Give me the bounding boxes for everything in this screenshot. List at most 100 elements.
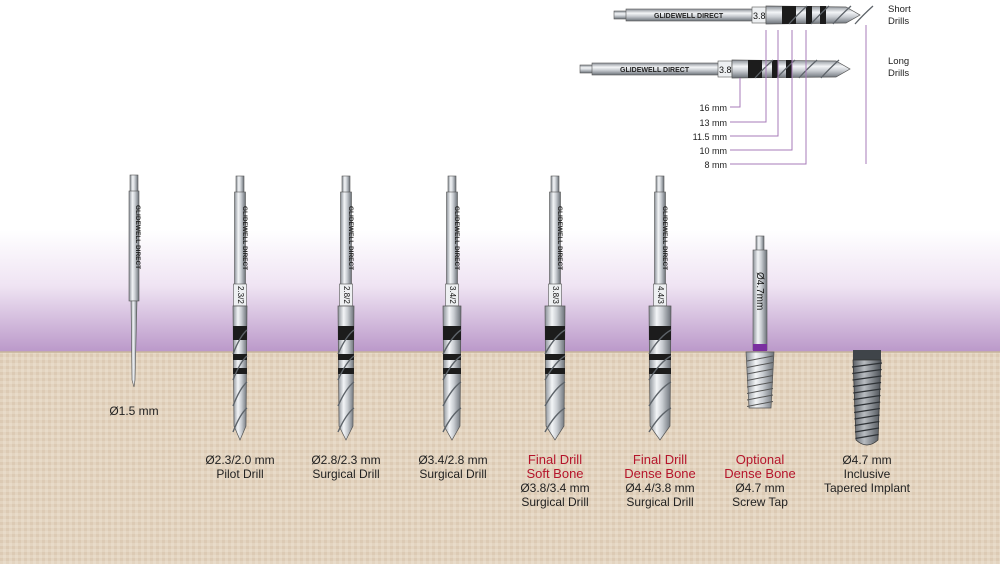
tap-thread bbox=[746, 355, 774, 362]
depth-band bbox=[233, 354, 247, 360]
implant-thread bbox=[852, 381, 882, 388]
size-marking: 3.4/2 bbox=[448, 286, 457, 304]
depth-label-13: 13 mm bbox=[699, 118, 727, 128]
flute-line bbox=[442, 381, 462, 407]
flute-line bbox=[832, 5, 852, 25]
implant-thread bbox=[853, 394, 881, 401]
implant-thread bbox=[852, 368, 882, 375]
flute-line bbox=[442, 407, 462, 433]
flute-line bbox=[232, 407, 248, 433]
implant-thread bbox=[854, 414, 880, 420]
flute-line bbox=[754, 59, 774, 79]
implant-thread bbox=[854, 427, 880, 433]
depth-label-16: 16 mm bbox=[699, 103, 727, 113]
depth-band bbox=[649, 368, 671, 374]
size-marking: 3.8/3 bbox=[753, 11, 773, 21]
caption-surgical-3-4: Ø3.4/2.8 mm Surgical Drill bbox=[418, 453, 488, 481]
depth-band bbox=[233, 368, 247, 374]
brand-engraving: GLIDEWELL DIRECT bbox=[556, 206, 563, 270]
size-marking: 2.3/2 bbox=[236, 286, 245, 304]
depth-band bbox=[649, 354, 671, 360]
depth-band bbox=[338, 354, 354, 360]
depth-band bbox=[233, 326, 247, 340]
depth-band bbox=[545, 354, 565, 360]
depth-label-8: 8 mm bbox=[704, 160, 728, 170]
tap-thread bbox=[746, 368, 774, 375]
depth-band bbox=[443, 368, 461, 374]
depth-leader-line bbox=[730, 78, 741, 108]
depth-band bbox=[545, 326, 565, 340]
flute-line bbox=[337, 381, 355, 407]
flute-line bbox=[337, 329, 355, 355]
short-drill-example: GLIDEWELL DIRECT 3.8/3 bbox=[613, 5, 874, 25]
instrument-implant bbox=[851, 350, 883, 446]
brand-engraving: GLIDEWELL DIRECT bbox=[347, 206, 354, 270]
caption-pilot-1-5: Ø1.5 mm bbox=[109, 404, 159, 418]
soft-tissue-layer bbox=[0, 230, 1000, 354]
depth-band bbox=[820, 6, 826, 24]
flute-line bbox=[788, 5, 808, 25]
long-drill-example: GLIDEWELL DIRECT 3.8/3 bbox=[579, 59, 851, 79]
tap-thread bbox=[746, 375, 774, 381]
flute-line bbox=[337, 407, 355, 433]
brand-engraving: GLIDEWELL DIRECT bbox=[661, 206, 668, 270]
brand-engraving: GLIDEWELL DIRECT bbox=[134, 205, 141, 269]
implant-collar bbox=[853, 350, 881, 360]
flute-line bbox=[798, 59, 818, 79]
depth-band bbox=[782, 6, 796, 24]
flute-line bbox=[232, 329, 248, 355]
caption-final-soft: Final Drill Soft Bone Ø3.8/3.4 mm Surgic… bbox=[520, 452, 590, 510]
needle-latch bbox=[129, 174, 139, 194]
caption-pilot-2-3: Ø2.3/2.0 mm Pilot Drill bbox=[205, 453, 275, 481]
bone-layer bbox=[0, 352, 1000, 564]
implant-thread bbox=[852, 375, 882, 381]
caption-surgical-2-8: Ø2.8/2.3 mm Surgical Drill bbox=[311, 453, 381, 481]
flute-line bbox=[648, 355, 672, 381]
implant-thread bbox=[855, 433, 879, 440]
instrument-pilot-2-3: GLIDEWELL DIRECT 2.3/2 bbox=[232, 175, 248, 441]
implant-thread bbox=[851, 362, 883, 368]
brand-engraving: GLIDEWELL DIRECT bbox=[654, 13, 724, 20]
brand-engraving: GLIDEWELL DIRECT bbox=[241, 206, 248, 270]
flute-line bbox=[442, 355, 462, 381]
caption-final-dense: Final Drill Dense Bone Ø4.4/3.8 mm Surgi… bbox=[624, 452, 696, 510]
drill-latch bbox=[550, 175, 560, 195]
depth-band bbox=[786, 60, 792, 78]
depth-band bbox=[806, 6, 812, 24]
flute-line bbox=[854, 5, 874, 25]
brand-engraving: GLIDEWELL DIRECT bbox=[620, 67, 690, 74]
depth-band bbox=[338, 368, 354, 374]
depth-label-11-5: 11.5 mm bbox=[692, 132, 727, 142]
instrument-pilot-1-5: GLIDEWELL DIRECT bbox=[128, 174, 141, 388]
caption-implant: Ø4.7 mm Inclusive Tapered Implant bbox=[823, 453, 911, 495]
flute-line bbox=[648, 407, 672, 433]
needle-tip bbox=[130, 300, 138, 388]
depth-label-10: 10 mm bbox=[699, 146, 727, 156]
depth-band bbox=[772, 60, 778, 78]
flute-line bbox=[544, 329, 566, 355]
flute-line bbox=[810, 5, 830, 25]
implant-thread bbox=[853, 388, 881, 394]
long-drills-label: Long Drills bbox=[888, 56, 910, 79]
size-marking: 3.8/3 bbox=[719, 65, 739, 75]
depth-leader-line bbox=[730, 30, 793, 151]
flute-line bbox=[442, 329, 462, 355]
flute-line bbox=[544, 381, 566, 407]
drill-latch bbox=[655, 175, 665, 195]
depth-band bbox=[338, 326, 354, 340]
implant-thread bbox=[854, 420, 880, 427]
implant-body bbox=[852, 359, 882, 446]
tap-band bbox=[753, 344, 767, 351]
flute-line bbox=[820, 59, 840, 79]
depth-band bbox=[545, 368, 565, 374]
flute-line bbox=[232, 381, 248, 407]
depth-band bbox=[649, 326, 671, 340]
instrument-screw-tap: Ø4.7mm bbox=[745, 235, 775, 409]
